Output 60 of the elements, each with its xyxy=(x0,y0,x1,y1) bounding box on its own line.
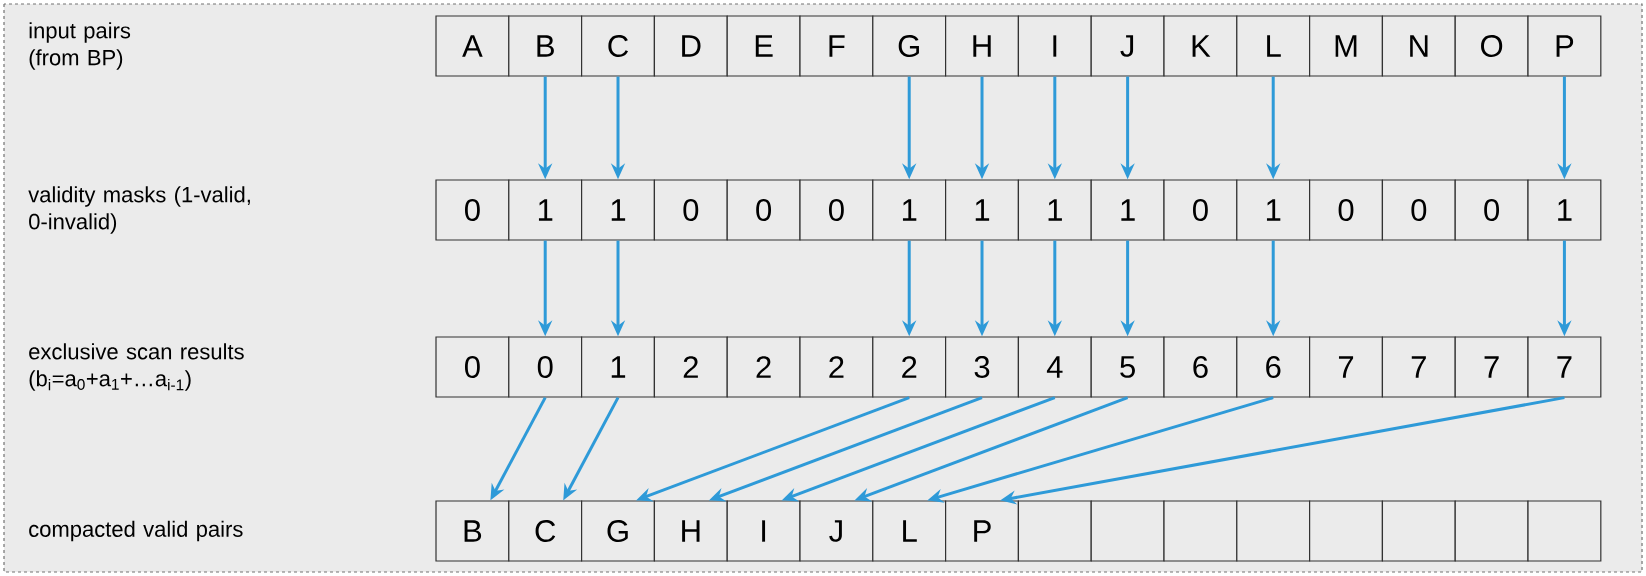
cell: 0 xyxy=(1381,179,1456,241)
cell: 1 xyxy=(581,336,655,398)
cell: M xyxy=(1309,15,1383,77)
cell: 4 xyxy=(1017,336,1092,398)
cell: 7 xyxy=(1309,336,1383,398)
cell: 2 xyxy=(726,336,801,398)
cell: 7 xyxy=(1454,336,1529,398)
cell: F xyxy=(799,15,874,77)
cell: J xyxy=(799,500,874,562)
cell: 0 xyxy=(1163,179,1238,241)
cell: 7 xyxy=(1527,336,1602,398)
cell: 0 xyxy=(508,336,583,398)
row-label: validity masks (1-valid, 0-invalid) xyxy=(28,186,250,234)
cell: 1 xyxy=(1527,179,1602,241)
row-label: input pairs (from BP) xyxy=(29,22,131,70)
cell: 3 xyxy=(945,336,1019,398)
cell: 6 xyxy=(1236,336,1311,398)
cell: H xyxy=(945,15,1019,77)
cell: 6 xyxy=(1163,336,1238,398)
row-label: exclusive scan results (b$_{i}$=a$_{0}$+a$_{1}$+…a$_{i-1}$) xyxy=(29,343,244,391)
cell: 0 xyxy=(435,336,510,398)
cell: 0 xyxy=(653,179,728,241)
cell: K xyxy=(1163,15,1238,77)
cell: C xyxy=(581,15,655,77)
cell: 2 xyxy=(872,336,947,398)
cell: I xyxy=(726,500,801,562)
cell: P xyxy=(945,500,1019,562)
cell: 2 xyxy=(653,336,728,398)
cell: G xyxy=(872,15,947,77)
cell: 0 xyxy=(799,179,874,241)
row-label: compacted valid pairs xyxy=(29,520,243,542)
cell: 1 xyxy=(1090,179,1165,241)
cell: 1 xyxy=(872,179,947,241)
cell: H xyxy=(653,500,728,562)
cell: B xyxy=(435,500,510,562)
cell: 1 xyxy=(945,179,1019,241)
cell: E xyxy=(726,15,801,77)
cell: L xyxy=(1236,15,1311,77)
cell: C xyxy=(508,500,583,562)
cell: 0 xyxy=(435,179,510,241)
cell: P xyxy=(1527,15,1602,77)
cell: O xyxy=(1454,15,1529,77)
cell: 7 xyxy=(1381,336,1456,398)
cell: 1 xyxy=(508,179,583,241)
cell: 0 xyxy=(1454,179,1529,241)
cell: B xyxy=(508,15,583,77)
cell: N xyxy=(1381,15,1456,77)
cell: J xyxy=(1090,15,1165,77)
cell: 2 xyxy=(799,336,874,398)
cell: 1 xyxy=(1236,179,1311,241)
cell: L xyxy=(872,500,947,562)
cell: 0 xyxy=(726,179,801,241)
cell: A xyxy=(435,15,510,77)
cell: D xyxy=(653,15,728,77)
cell: 1 xyxy=(1017,179,1092,241)
cell: I xyxy=(1017,15,1092,77)
cell: 0 xyxy=(1309,179,1383,241)
cell: G xyxy=(581,500,655,562)
cell: 1 xyxy=(581,179,655,241)
cell: 5 xyxy=(1090,336,1165,398)
